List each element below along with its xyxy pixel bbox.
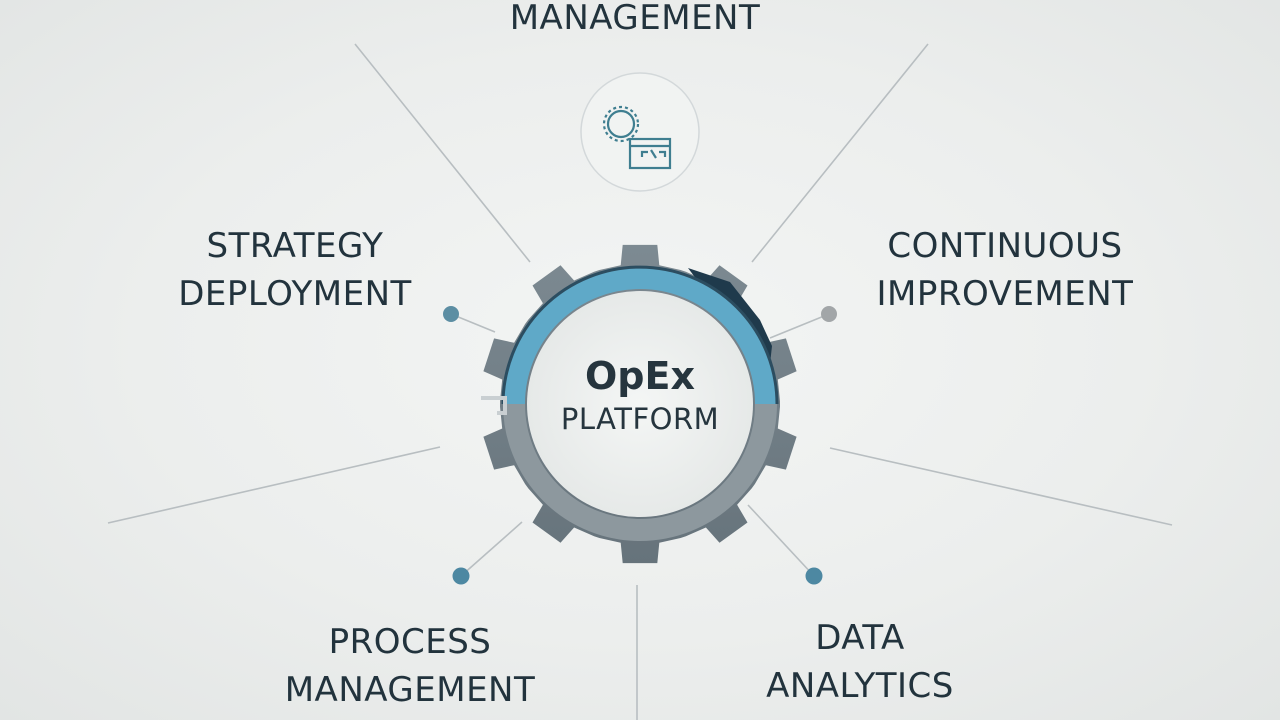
label-data-analytics: DATA ANALYTICS <box>700 614 1020 710</box>
label-line: DEPLOYMENT <box>178 274 412 314</box>
label-line: DATA <box>815 618 905 658</box>
dot-data <box>805 567 823 585</box>
spoke-top-right <box>751 43 929 263</box>
label-line: PROCESS <box>328 622 492 662</box>
spoke-process <box>460 521 523 577</box>
opex-gear <box>481 244 797 564</box>
label-management-top: MANAGEMENT <box>440 0 830 42</box>
label-strategy-deployment: STRATEGY DEPLOYMENT <box>120 222 470 318</box>
center-subtitle: PLATFORM <box>560 402 720 436</box>
dot-process <box>452 567 470 585</box>
dot-strategy <box>443 306 459 322</box>
center-title: OpEx <box>585 354 695 398</box>
label-process-management: PROCESS MANAGEMENT <box>220 618 600 714</box>
dot-continuous <box>821 306 837 322</box>
spoke-right <box>829 447 1173 526</box>
label-continuous-improvement: CONTINUOUS IMPROVEMENT <box>830 222 1180 318</box>
gear-window-icon <box>580 72 700 192</box>
label-line: MANAGEMENT <box>284 670 536 710</box>
spoke-top-left <box>354 43 531 263</box>
label-line: IMPROVEMENT <box>876 274 1134 314</box>
spoke-continuous <box>769 313 830 339</box>
label-line: CONTINUOUS <box>887 226 1123 266</box>
label-line: ANALYTICS <box>766 666 954 706</box>
label-line: MANAGEMENT <box>509 0 761 38</box>
spoke-data <box>747 504 815 577</box>
spoke-left <box>107 446 441 524</box>
label-line: STRATEGY <box>206 226 384 266</box>
